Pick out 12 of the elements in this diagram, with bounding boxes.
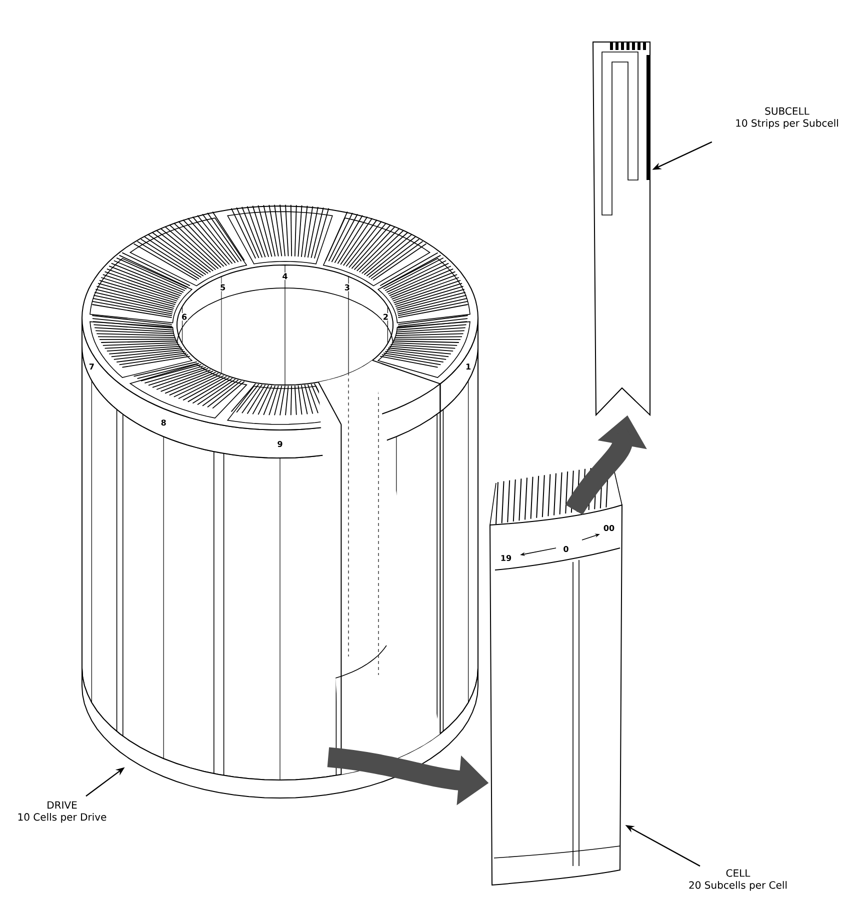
part-label: CELL 20 Subcells per Cell: [689, 869, 787, 891]
cell-number: 19: [500, 554, 512, 562]
drive-drawing: [82, 204, 478, 798]
cell-number: 3: [344, 284, 351, 292]
subcell-drawing: [592, 42, 650, 416]
cell-number: 6: [180, 312, 188, 321]
cell-number: 4: [281, 272, 289, 280]
cell-number: 00: [602, 524, 616, 532]
cell-number: 5: [219, 284, 226, 292]
part-label: DRIVE 10 Cells per Drive: [18, 801, 106, 823]
part-label: SUBCELL 10 Strips per Subcell: [736, 107, 838, 129]
cell-number: 2: [382, 313, 390, 321]
